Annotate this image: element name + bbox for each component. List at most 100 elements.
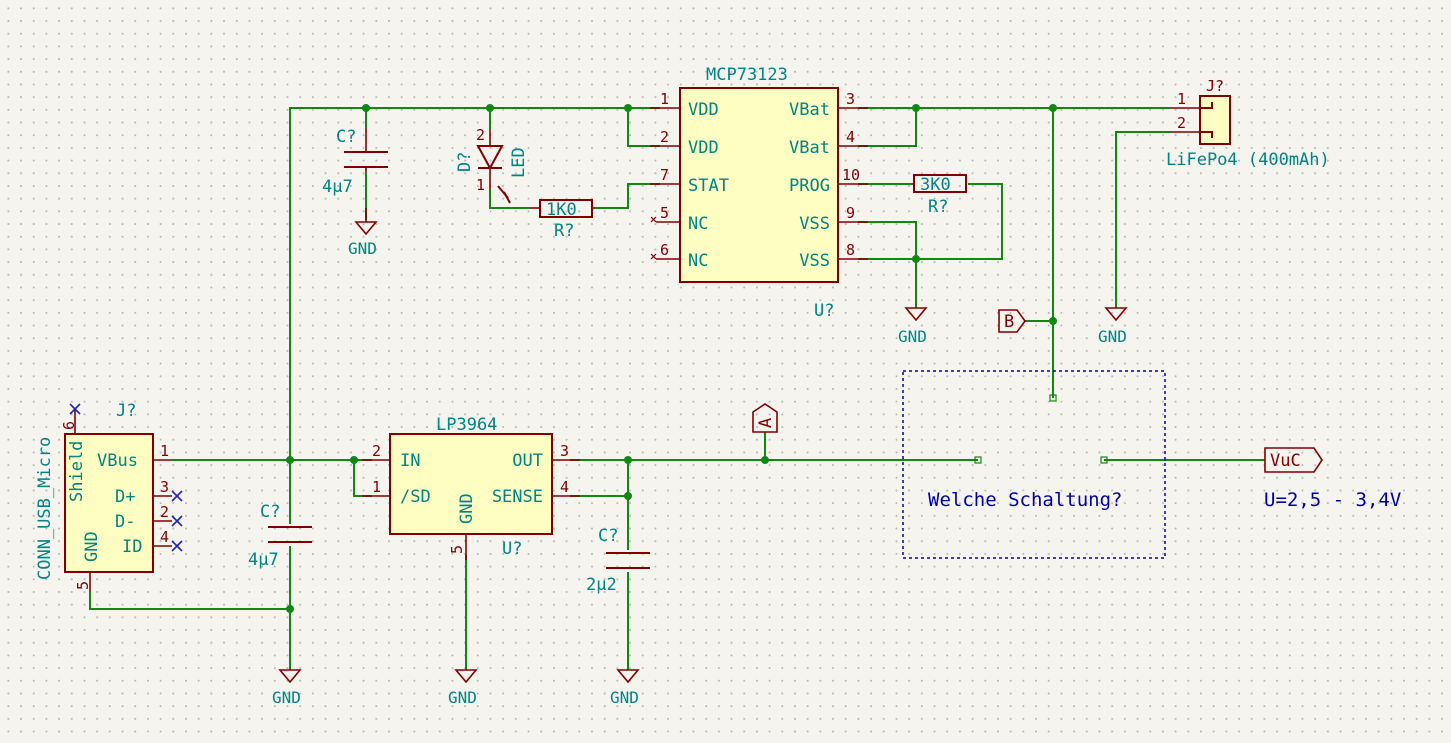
usb-pin-name: D+ [115, 487, 135, 507]
usb-connector[interactable]: 1 3 2 4 VBus D+ D- ID Shield GND 6 5 J? … [35, 401, 183, 592]
ldo-ref: U? [502, 539, 522, 559]
pin-name: VBat [789, 100, 830, 120]
usb-pin-num: 1 [160, 442, 169, 460]
cap-out-value: 2µ2 [586, 575, 617, 595]
hierarchical-sheet[interactable]: Welche Schaltung? [902, 370, 1166, 559]
pin-name: NC [688, 214, 708, 234]
r-prog-ref: R? [928, 197, 948, 217]
pin-name: VDD [688, 138, 719, 158]
battery-connector[interactable]: J? 1 2 LiFePo4 (400mAh) [1166, 77, 1330, 170]
pin-name: IN [400, 451, 420, 471]
gnd-symbol: GND [448, 669, 478, 707]
usb-pin-name: D- [115, 512, 135, 532]
junctions [286, 104, 1057, 613]
usb-pin-name: GND [82, 531, 102, 562]
label-b[interactable]: B [998, 309, 1026, 333]
gnd-label: GND [898, 327, 927, 346]
sheet-text: Welche Schaltung? [928, 489, 1122, 511]
gnd-label: GND [610, 688, 639, 707]
led-ref: D? [455, 152, 475, 172]
gnd-symbol: GND [610, 669, 640, 707]
pin-name: OUT [512, 451, 543, 471]
pin-name: NC [688, 251, 708, 271]
battery-pin-num: 1 [1177, 90, 1186, 108]
pin-name: VSS [799, 251, 830, 271]
label-vuc[interactable]: VuC [1264, 447, 1323, 473]
usb-pin-num: 2 [160, 503, 169, 521]
wires [89, 107, 1265, 670]
label-a-text: A [756, 418, 776, 428]
charger-ic-ref: U? [814, 301, 834, 321]
led[interactable]: 2 1 D? LED [455, 126, 529, 204]
voltage-note: U=2,5 - 3,4V [1264, 489, 1401, 511]
gnd-symbol: GND [898, 307, 928, 346]
usb-pin-num: 6 [60, 421, 78, 430]
capacitor-top[interactable]: C? 4µ7 [322, 127, 388, 197]
pin-name: VSS [799, 214, 830, 234]
pin-num: 10 [842, 166, 860, 184]
cap-out-ref: C? [598, 526, 618, 546]
pin-num: 3 [846, 90, 855, 108]
resistor-prog[interactable]: 3K0 R? [912, 174, 967, 217]
pin-num: 2 [372, 442, 381, 460]
ldo-value: LP3964 [436, 415, 497, 435]
charger-ic-value: MCP73123 [706, 65, 788, 85]
usb-pin-num: 4 [160, 528, 169, 546]
pin-name: PROG [789, 176, 830, 196]
pin-num: 2 [660, 128, 669, 146]
pin-num: 3 [560, 442, 569, 460]
pin-name: STAT [688, 176, 729, 196]
cap-top-ref: C? [336, 127, 356, 147]
led-pin-num: 2 [476, 126, 485, 144]
r-led-ref: R? [554, 221, 574, 241]
pin-num: 1 [372, 478, 381, 496]
pin-num: 7 [660, 166, 669, 184]
gnd-symbol: GND [348, 208, 378, 258]
pin-name: /SD [400, 487, 431, 507]
battery-conn-value: LiFePo4 (400mAh) [1166, 150, 1330, 170]
resistor-led[interactable]: 1K0 R? [530, 199, 596, 241]
pin-num: 8 [846, 241, 855, 259]
charger-ic[interactable]: MCP73123 1 2 7 5 6 VDD VDD STAT NC NC 3 … [650, 65, 868, 321]
pin-num: 6 [660, 241, 669, 259]
pin-num: 4 [846, 128, 855, 146]
usb-pin-name: VBus [97, 451, 138, 471]
usb-pin-num: 3 [160, 478, 169, 496]
led-value: LED [509, 147, 529, 178]
gnd-label: GND [1098, 327, 1127, 346]
cap-usb-value: 4µ7 [248, 550, 279, 570]
pin-name: VBat [789, 138, 830, 158]
usb-pin-num: 5 [74, 581, 92, 590]
pin-num: 1 [660, 90, 669, 108]
pin-name: GND [457, 493, 477, 524]
pin-num: 5 [448, 545, 466, 554]
gnd-label: GND [272, 688, 301, 707]
pin-name: VDD [688, 100, 719, 120]
battery-conn-ref: J? [1206, 77, 1224, 95]
pin-num: 4 [560, 478, 569, 496]
label-b-text: B [1004, 312, 1014, 332]
ldo-regulator[interactable]: LP3964 2 1 IN /SD 3 4 OUT SENSE GND 5 U? [362, 415, 580, 560]
led-pin-num: 1 [476, 176, 485, 194]
battery-pin-num: 2 [1177, 114, 1186, 132]
r-led-value: 1K0 [546, 200, 577, 220]
pin-num: 9 [846, 204, 855, 222]
usb-ref: J? [116, 401, 136, 421]
pin-num: 5 [660, 204, 669, 222]
usb-pin-name: ID [122, 537, 142, 557]
label-vuc-text: VuC [1270, 451, 1301, 471]
usb-pin-name: Shield [67, 441, 87, 502]
capacitor-usb[interactable]: C? 4µ7 [248, 502, 312, 570]
gnd-label: GND [448, 688, 477, 707]
cap-top-value: 4µ7 [322, 177, 353, 197]
cap-usb-ref: C? [260, 502, 280, 522]
r-prog-value: 3K0 [920, 175, 951, 195]
usb-value: CONN_USB_Micro [35, 437, 55, 580]
label-a[interactable]: A [752, 403, 778, 433]
gnd-symbol: GND [272, 669, 302, 707]
pin-name: SENSE [492, 487, 543, 507]
gnd-label: GND [348, 239, 377, 258]
gnd-symbol: GND [1098, 307, 1128, 346]
capacitor-out[interactable]: C? 2µ2 [586, 526, 650, 595]
